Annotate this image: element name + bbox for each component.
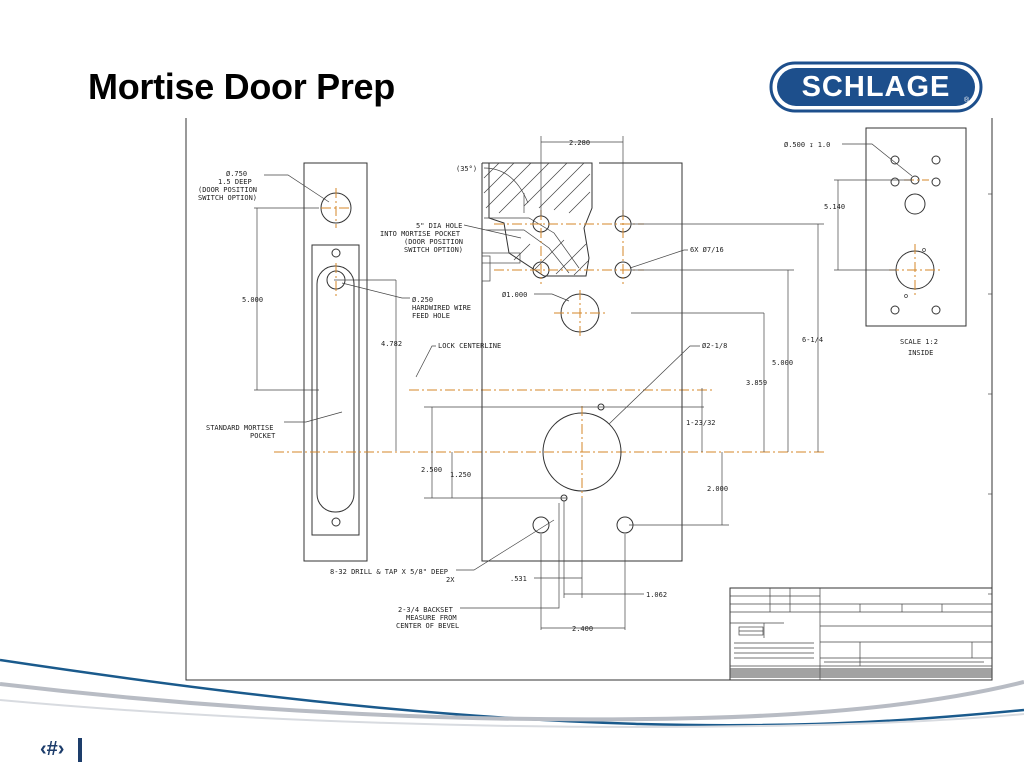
- faceplate-screw-top: [331, 248, 341, 258]
- lock-centerline-label: LOCK CENTERLINE: [438, 342, 501, 350]
- hole-6x-5: [532, 516, 550, 534]
- registered-mark: ®: [964, 96, 970, 104]
- dim-6-1-4: 6-1/4: [802, 336, 823, 344]
- hole-500-label: Ø.500 ↧ 1.0: [784, 141, 830, 149]
- dim-1062: 1.062: [646, 591, 667, 599]
- dim-2280: 2.280: [569, 139, 590, 147]
- drill-tap-label: 8-32 DRILL & TAP X 5/8" DEEP 2X: [330, 568, 455, 584]
- title-block: [729, 587, 993, 681]
- page-number-divider: [78, 738, 82, 762]
- pocket-label: STANDARD MORTISE POCKET: [206, 424, 278, 440]
- drawing-frame: [185, 118, 993, 681]
- right-view: 5.140 Ø.500 ↧ 1.0 SCALE 1:2 INSIDE: [784, 127, 967, 357]
- dim-5000-left: 5.000: [242, 296, 263, 304]
- center-view: (35°) 2.280 5" DIA HOLE INTO MORTISE POC…: [330, 136, 824, 633]
- hole-1000-label: Ø1.000: [502, 291, 527, 299]
- technical-drawing: 5.000 4.782 Ø.750 1.5 DEEP (DOOR POSITIO…: [185, 118, 993, 681]
- dim-2400: 2.400: [572, 625, 593, 633]
- inside-plate: [865, 127, 967, 327]
- dim-5140: 5.140: [824, 203, 845, 211]
- dim-5000-center: 5.000: [772, 359, 793, 367]
- scale-label: SCALE 1:2: [900, 338, 938, 346]
- dim-531: .531: [510, 575, 527, 583]
- logo-text: SCHLAGE: [802, 71, 951, 103]
- angle-label: (35°): [456, 165, 477, 173]
- slide-title: Mortise Door Prep: [88, 66, 395, 107]
- inside-label: INSIDE: [908, 349, 933, 357]
- dim-2000: 2.000: [707, 485, 728, 493]
- footer-swoosh: [0, 658, 1024, 728]
- dim-4782: 4.782: [381, 340, 402, 348]
- schlage-logo: SCHLAGE ®: [769, 61, 983, 113]
- door-edge-outline: [303, 162, 368, 562]
- dim-2500: 2.500: [421, 466, 442, 474]
- page-number: ‹#›: [40, 738, 65, 760]
- hole-2-1-8-label: Ø2-1/8: [702, 342, 727, 350]
- dim-1250: 1.250: [450, 471, 471, 479]
- dps-hole-label: Ø.750 1.5 DEEP (DOOR POSITION SWITCH OPT…: [198, 170, 261, 202]
- dim-1-23-32: 1-23/32: [686, 419, 716, 427]
- hatched-section: [481, 162, 593, 282]
- dim-3859: 3.859: [746, 379, 767, 387]
- holes-6x-label: 6X Ø7/16: [690, 246, 724, 254]
- border-ticks: [988, 193, 992, 595]
- left-view: 5.000 4.782 Ø.750 1.5 DEEP (DOOR POSITIO…: [198, 162, 501, 562]
- door-face-outline: [481, 162, 683, 562]
- mortise-pocket: [316, 265, 355, 513]
- faceplate-screw-bottom: [331, 517, 341, 527]
- wire-hole-label: Ø.250 HARDWIRED WIRE FEED HOLE: [412, 296, 475, 320]
- backset-label: 2-3/4 BACKSET MEASURE FROM CENTER OF BEV…: [396, 606, 461, 630]
- dia-hole-label: 5" DIA HOLE INTO MORTISE POCKET (DOOR PO…: [380, 222, 467, 254]
